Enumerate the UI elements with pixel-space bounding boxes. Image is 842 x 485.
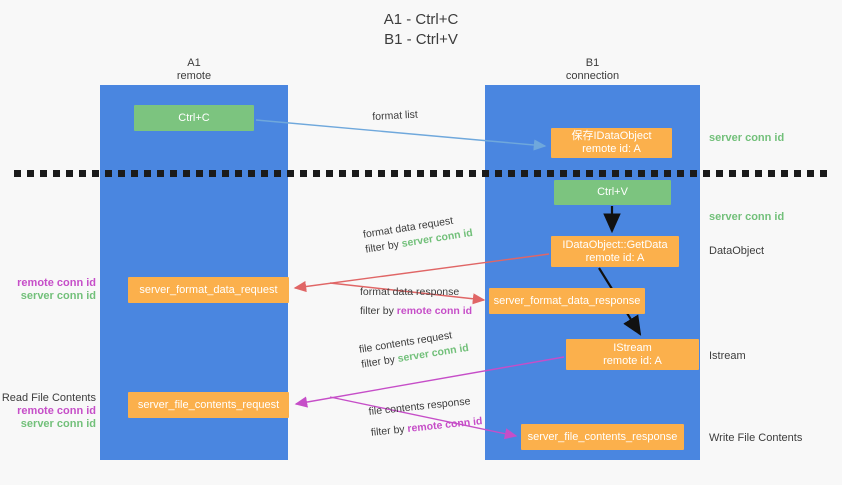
- label-server-conn-id-2: server conn id: [20, 418, 96, 430]
- arrow-format-list: [255, 119, 547, 151]
- node-server-file-contents-request[interactable]: server_file_contents_request: [128, 392, 289, 418]
- node-ctrl-c[interactable]: Ctrl+C: [134, 105, 254, 131]
- edge-label-fcres-filter-prefix: filter by: [370, 423, 409, 439]
- label-remote-conn-id-1: remote conn id: [17, 277, 96, 289]
- node-idataobject-getdata[interactable]: IDataObject::GetData remote id: A: [551, 236, 679, 267]
- label-istream: Istream: [709, 350, 746, 362]
- node-istream[interactable]: IStream remote id: A: [566, 339, 699, 370]
- edge-label-fdres-filter-prefix: filter by: [360, 305, 397, 317]
- left-annotation-format-data: remote conn id server conn id: [0, 277, 96, 303]
- arrow-file-contents-request: [294, 356, 565, 408]
- node-server-format-data-request[interactable]: server_format_data_request: [128, 277, 289, 303]
- node-server-format-data-response[interactable]: server_format_data_response: [489, 288, 645, 314]
- label-server-conn-id-1: server conn id: [20, 290, 96, 302]
- label-write-file-contents: Write File Contents: [709, 432, 803, 444]
- left-annotation-file-contents: Read File Contents remote conn id server…: [0, 392, 96, 431]
- label-dataobject: DataObject: [709, 245, 765, 257]
- arrow-file-contents-response: [329, 396, 518, 440]
- node-idataobject[interactable]: 保存IDataObject remote id: A: [551, 128, 672, 158]
- arrow-format-data-request: [293, 253, 550, 293]
- edge-label-fdres-filter: filter by remote conn id: [360, 304, 472, 319]
- lane-header-a1: A1 remote: [176, 57, 212, 82]
- edge-label-fdres-filter-value: remote conn id: [396, 305, 473, 317]
- edge-label-format-data-response: format data response filter by remote co…: [360, 285, 472, 319]
- label-read-file-contents: Read File Contents: [1, 392, 96, 404]
- arrow-format-data-response: [329, 282, 486, 305]
- label-server-conn-id-top: server conn id: [709, 132, 785, 144]
- edge-label-format-list: format list: [372, 108, 418, 125]
- phase-divider: [14, 170, 828, 177]
- label-server-conn-id-middle: server conn id: [709, 211, 785, 223]
- page-title: A1 - Ctrl+C B1 - Ctrl+V: [383, 11, 459, 48]
- lane-header-b1: B1 connection: [565, 57, 620, 82]
- node-ctrl-v[interactable]: Ctrl+V: [554, 180, 671, 205]
- label-remote-conn-id-2: remote conn id: [17, 405, 96, 417]
- edge-label-format-list-text: format list: [372, 108, 419, 123]
- node-server-file-contents-response[interactable]: server_file_contents_response: [521, 424, 684, 450]
- edge-label-fdres-line1: format data response: [360, 286, 460, 298]
